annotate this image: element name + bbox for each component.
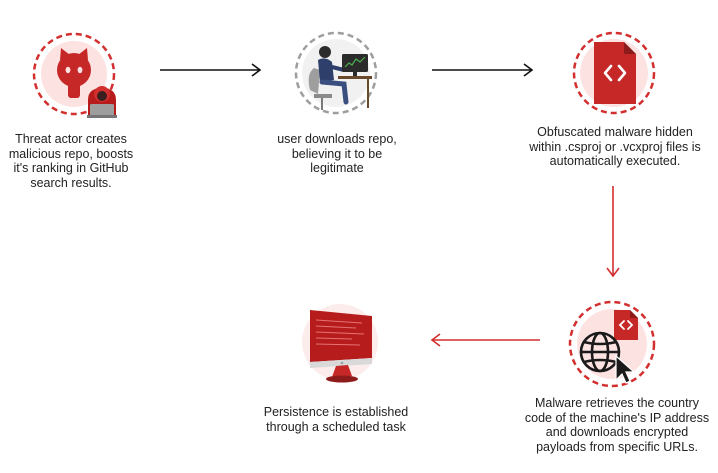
arrow-step3-to-step4 xyxy=(606,186,620,278)
step-5-caption: Persistence is established through a sch… xyxy=(246,405,426,434)
step-3-caption: Obfuscated malware hidden within .csproj… xyxy=(520,125,710,169)
caption-line: through a scheduled task xyxy=(266,419,406,434)
caption-line: Threat actor creates xyxy=(15,132,127,146)
step-2-caption: user downloads repo, believing it to be … xyxy=(262,132,412,176)
caption-line: search results. xyxy=(30,175,112,190)
caption-line: code of the machine's IP address xyxy=(524,410,710,425)
step-1-caption: Threat actor creates malicious repo, boo… xyxy=(0,132,142,190)
caption-line: legitimate xyxy=(310,161,364,175)
arrow-step1-to-step2 xyxy=(160,63,262,77)
caption-line: and downloads encrypted xyxy=(545,425,689,439)
github-hacker-icon xyxy=(32,32,117,118)
caption-line: Obfuscated malware hidden xyxy=(537,125,693,139)
step-4-icon xyxy=(562,296,662,392)
user-at-computer-icon xyxy=(294,31,378,115)
step-5-icon xyxy=(300,302,384,386)
caption-line: automatically executed. xyxy=(549,154,681,168)
caption-line: Persistence is established xyxy=(263,405,409,419)
caption-line: Malware retrieves the country xyxy=(535,396,699,410)
caption-line: payloads from specific URLs. xyxy=(536,439,698,454)
caption-line: user downloads repo, xyxy=(277,132,397,146)
arrow-step2-to-step3 xyxy=(432,63,534,77)
monitor-icon xyxy=(302,304,378,383)
arrow-step4-to-step5 xyxy=(430,333,540,347)
step-4-caption: Malware retrieves the country code of th… xyxy=(522,396,712,454)
caption-line: within .csproj or .vcxproj files is xyxy=(529,139,701,154)
globe-cursor-code-icon xyxy=(568,300,656,388)
step-1-icon xyxy=(30,30,130,130)
step-2-icon xyxy=(292,30,382,120)
caption-line: malicious repo, boosts xyxy=(8,146,134,161)
step-3-icon xyxy=(570,30,660,120)
caption-line: it's ranking in GitHub xyxy=(13,161,129,175)
code-file-icon xyxy=(572,31,656,115)
caption-line: believing it to be xyxy=(291,146,383,161)
